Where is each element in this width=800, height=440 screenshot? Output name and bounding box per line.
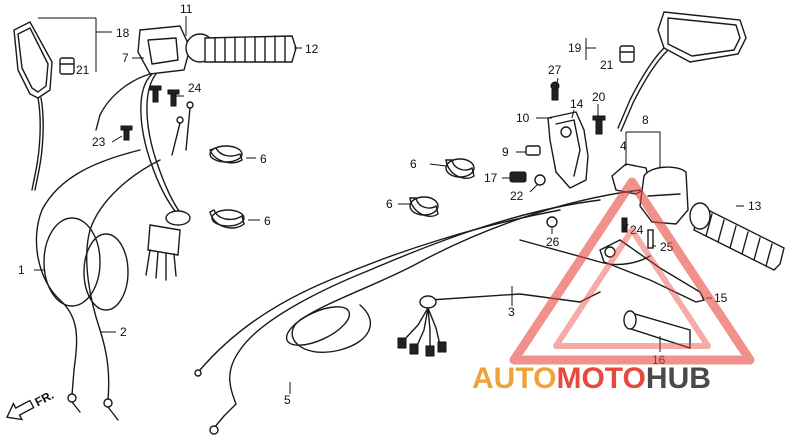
callout-2: 2 [120, 325, 127, 339]
front-direction-arrow: FR. [6, 388, 56, 421]
svg-text:AUTOMOTOHUB: AUTOMOTOHUB [472, 362, 711, 395]
callout-3: 3 [508, 305, 515, 319]
nut-26 [546, 216, 558, 228]
callout-20: 20 [592, 90, 606, 104]
cable-1 [35, 149, 141, 413]
callout-15: 15 [714, 291, 728, 305]
clamp-6-upper-right [445, 158, 475, 179]
leader-lines [34, 16, 744, 394]
callout-23: 23 [92, 135, 106, 149]
front-direction-label: FR. [32, 388, 56, 409]
callout-4: 4 [620, 139, 627, 153]
watermark-logo: AUTOMOTOHUB [472, 177, 755, 395]
left-switch-housing [137, 25, 215, 75]
callout-26: 26 [546, 235, 560, 249]
callout-10: 10 [516, 111, 530, 125]
callout-6-d: 6 [386, 197, 393, 211]
callout-13: 13 [748, 199, 762, 213]
clamp-6-upper-left [209, 145, 243, 164]
callout-18: 18 [116, 26, 130, 40]
cable-5 [209, 199, 601, 435]
left-mirror [13, 21, 53, 191]
cable-long-lower [194, 209, 561, 377]
lever-bracket [547, 111, 589, 189]
bolt-9 [525, 145, 541, 156]
bolt-24-left [149, 85, 180, 107]
callout-8: 8 [642, 113, 649, 127]
left-mirror-cap-21 [59, 57, 75, 75]
watermark-text-auto: AUTO [472, 362, 556, 395]
bolt-25 [647, 229, 654, 249]
watermark-text-hub: HUB [646, 362, 711, 395]
left-grip [204, 35, 297, 63]
callout-6-b: 6 [264, 214, 271, 228]
callout-19: 19 [568, 41, 582, 55]
bolt-23 [120, 125, 133, 141]
callout-5: 5 [284, 393, 291, 407]
brake-lever [599, 239, 706, 303]
right-mirror-cap-21 [619, 45, 635, 63]
callout-12: 12 [305, 42, 319, 56]
right-mirror [617, 11, 747, 132]
left-wire-harness [95, 73, 191, 281]
watermark-triangle-icon [509, 177, 755, 365]
callout-6-a: 6 [260, 152, 267, 166]
callout-1: 1 [18, 263, 25, 277]
small-bolts-left [171, 101, 194, 156]
cable-3 [291, 189, 651, 353]
callout-9: 9 [502, 145, 509, 159]
bolt-17 [509, 171, 527, 183]
clamp-6-lower-right [409, 196, 439, 217]
callout-21-right: 21 [600, 58, 614, 72]
callout-17: 17 [484, 171, 498, 185]
callout-7: 7 [122, 51, 129, 65]
callout-6-c: 6 [410, 157, 417, 171]
watermark-text-moto: MOTO [556, 362, 645, 395]
connector-bundle [397, 295, 447, 357]
callout-22: 22 [510, 189, 524, 203]
callout-24-right: 24 [630, 223, 644, 237]
bolt-27 [550, 81, 560, 101]
callout-24-left: 24 [188, 81, 202, 95]
cable-2 [83, 159, 161, 421]
callout-14: 14 [570, 97, 584, 111]
callout-11: 11 [180, 2, 193, 16]
right-grip [689, 202, 785, 271]
callout-21-left: 21 [76, 63, 90, 77]
bolt-20 [592, 115, 606, 135]
callout-27: 27 [548, 63, 562, 77]
grip-rubber-16 [623, 310, 691, 349]
washer-22 [534, 174, 546, 186]
clamp-6-lower-left [209, 209, 245, 229]
